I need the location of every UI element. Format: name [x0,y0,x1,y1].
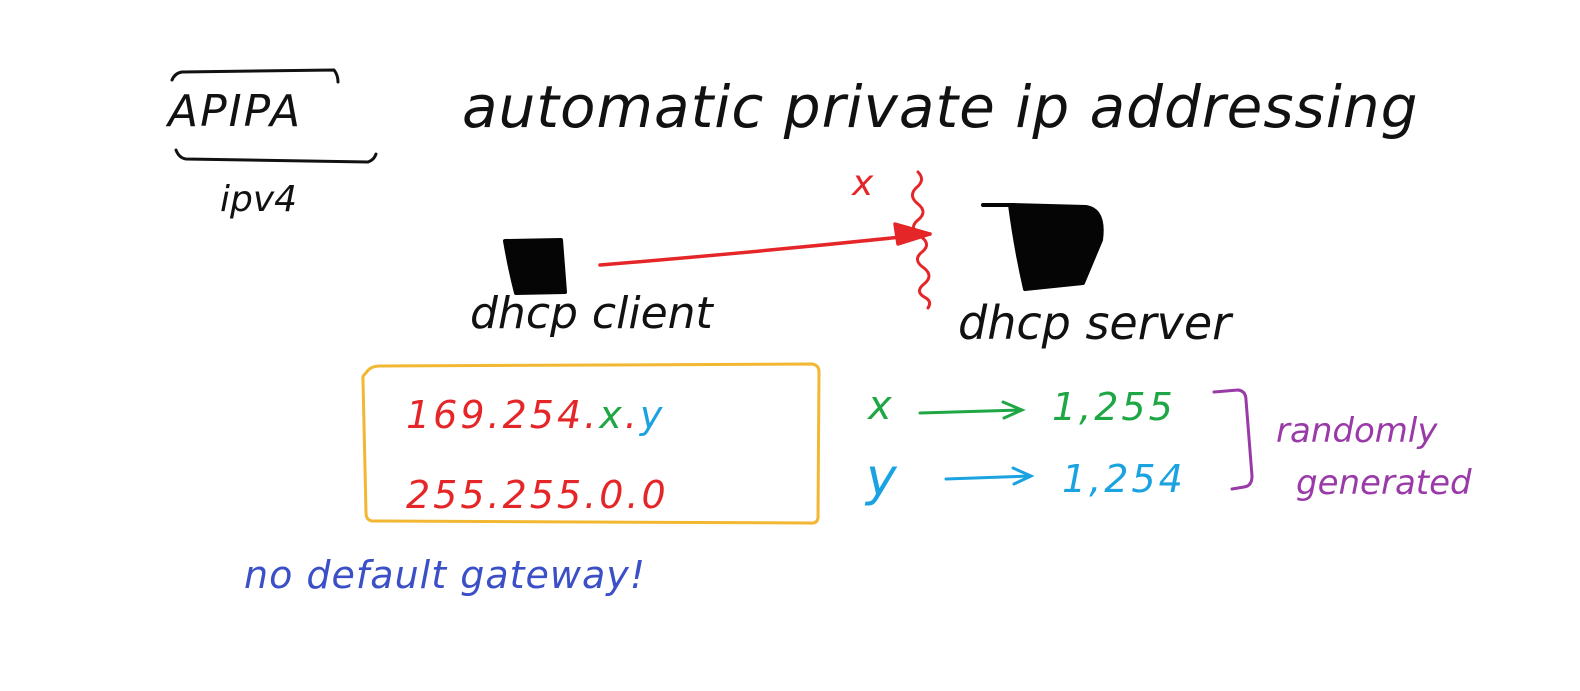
random-bracket [1212,388,1254,491]
title-abbreviation: APIPA [168,86,303,137]
subnet-mask: 255.255.0.0 [406,473,669,517]
address-box [361,362,821,525]
ip-x-octet: x [599,393,625,437]
y-variable: y [866,448,897,508]
no-gateway-note: no default gateway! [244,553,646,597]
apipa-ip-address: 169.254.x.y [406,396,665,434]
apipa-bracket [170,68,378,164]
ip-prefix: 169.254. [406,393,600,437]
x-range-value: 1,255 [1052,385,1176,429]
title-full-name: automatic private ip addressing [462,73,1419,141]
dhcp-client-label: dhcp client [470,288,713,339]
y-range-arrow [944,466,1035,486]
blocked-wavy-line [911,170,932,310]
request-arrow [598,222,932,267]
random-note-line1: randomly [1276,411,1438,451]
protocol-label: ipv4 [220,179,298,220]
x-variable: x [868,383,892,429]
dhcp-server-icon [981,203,1104,291]
y-range-value: 1,254 [1062,457,1186,501]
dhcp-client-icon [503,238,567,295]
ip-y-octet: y [639,393,666,437]
x-range-arrow [918,400,1026,420]
random-note-line2: generated [1296,463,1472,503]
blocked-x-mark: x [852,163,874,204]
ip-dot: . [624,393,640,437]
dhcp-server-label: dhcp server [958,296,1232,350]
